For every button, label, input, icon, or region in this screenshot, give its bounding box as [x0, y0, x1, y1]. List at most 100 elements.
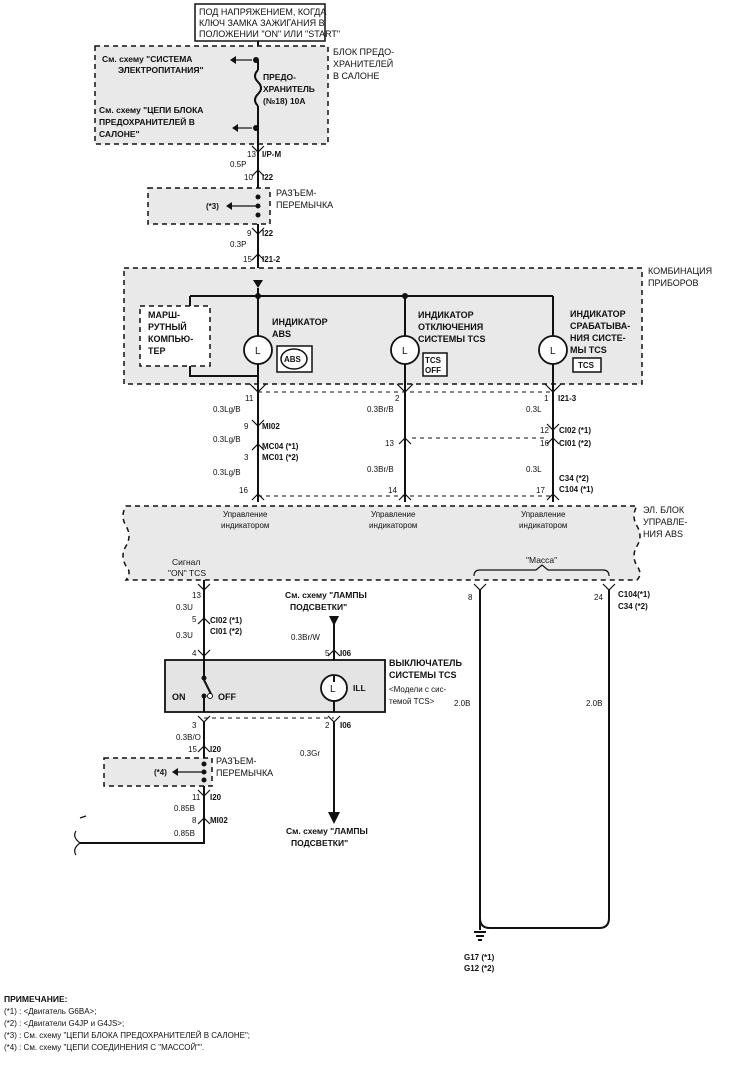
pin-3-mc: 3 — [244, 453, 249, 462]
pin-16-ci: 16 — [540, 439, 549, 448]
pin-5-lower: 5 — [192, 615, 197, 624]
connector-c104-b: C104(*1) — [618, 590, 650, 599]
pin-16-abs: 16 — [239, 486, 248, 495]
tcs-switch-model2: темой TCS> — [389, 697, 435, 706]
wire-085b-1: 0.85B — [174, 804, 195, 813]
fuse-block-title2: ХРАНИТЕЛЕЙ — [333, 58, 393, 69]
tcs-off-bulb-label: L — [402, 346, 408, 357]
tcs-off-indicator-label3: СИСТЕМЫ TCS — [418, 334, 486, 344]
tcs-off-badge1: TCS — [425, 356, 442, 365]
connector-ip-m: I/P-M — [262, 150, 281, 159]
ref-power-system2: ЭЛЕКТРОПИТАНИЯ" — [118, 65, 204, 75]
pin-1-cluster: 1 — [544, 394, 549, 403]
wire-20b-2: 2.0B — [586, 699, 602, 708]
abs-control-label1a: Управление — [223, 510, 268, 519]
pin-8-mi02: 8 — [192, 816, 197, 825]
top-wire: 13 I/P-M 0.5P 10 I22 РАЗЪЕМ- ПЕРЕМЫЧКА (… — [147, 144, 333, 272]
pin-10: 10 — [244, 173, 253, 182]
wire-085b-2: 0.85B — [174, 829, 195, 838]
wire-03u-1: 0.3U — [176, 603, 193, 612]
middle-wires: 11 2 1 I21-3 0.3Lg/B 0.3Br/B 0.3L 9 MI02… — [213, 383, 594, 502]
tcs-off-indicator-label2: ОТКЛЮЧЕНИЯ — [418, 322, 483, 332]
wire-20b-1: 2.0B — [454, 699, 470, 708]
ref-fuse-block3: САЛОНЕ" — [99, 129, 140, 139]
cluster-title2: ПРИБОРОВ — [648, 278, 699, 288]
wire-03gr: 0.3Gr — [300, 749, 320, 758]
pin-12: 12 — [540, 426, 549, 435]
ground-g12: G12 (*2) — [464, 964, 495, 973]
wire-03lgb-3: 0.3Lg/B — [213, 468, 241, 477]
connector-i22-b: I22 — [262, 229, 274, 238]
tcs-indicator-label3: НИЯ СИСТЕ- — [570, 333, 626, 343]
pin-14-abs: 14 — [388, 486, 397, 495]
abs-unit-title2: УПРАВЛЕ- — [643, 517, 687, 527]
tcs-switch-title2: СИСТЕМЫ TCS — [389, 670, 457, 680]
pin-13-mid: 13 — [385, 439, 394, 448]
ref-backlight4: ПОДСВЕТКИ" — [291, 838, 348, 848]
connector-ci02-b: CI02 (*1) — [210, 616, 242, 625]
trip-computer-label1: МАРШ- — [148, 310, 180, 320]
connector-i22-a: I22 — [262, 173, 274, 182]
abs-control-label1b: индикатором — [221, 521, 269, 530]
wire-03lgb-1: 0.3Lg/B — [213, 405, 241, 414]
fuse-block-title3: В САЛОНЕ — [333, 71, 379, 81]
connector-i06-b: I06 — [340, 721, 352, 730]
abs-indicator-label2: ABS — [272, 329, 291, 339]
pin-11-cluster: 11 — [245, 394, 254, 403]
abs-bulb-label: L — [255, 346, 261, 357]
pin-4-lower: 4 — [192, 649, 197, 658]
trip-computer-label3: КОМПЬЮ- — [148, 334, 193, 344]
ref-fuse-block2: ПРЕДОХРАНИТЕЛЕЙ В — [99, 116, 195, 127]
note-4: (*4) : См. схему "ЦЕПИ СОЕДИНЕНИЯ С "МАС… — [4, 1043, 204, 1052]
connector-i06-a: I06 — [340, 649, 352, 658]
abs-unit-title3: НИЯ ABS — [643, 529, 683, 539]
power-condition-line1: ПОД НАПРЯЖЕНИЕМ, КОГДА — [199, 7, 326, 17]
connector-i20-a: I20 — [210, 745, 222, 754]
wire-03l-2: 0.3L — [526, 465, 542, 474]
fuse-label2: ХРАНИТЕЛЬ — [263, 84, 315, 94]
jumper1-title1: РАЗЪЕМ- — [276, 188, 316, 198]
pin-24-ground: 24 — [594, 593, 603, 602]
note-1: (*1) : <Двигатель G6BA>; — [4, 1007, 96, 1016]
wire-03bo: 0.3B/O — [176, 733, 201, 742]
illumination-bulb-label: L — [330, 684, 336, 695]
wire-03u-2: 0.3U — [176, 631, 193, 640]
connector-ci02-a: CI02 (*1) — [559, 426, 591, 435]
pin-9: 9 — [247, 229, 252, 238]
wire-03p: 0.3P — [230, 240, 246, 249]
wire-03brb-2: 0.3Br/B — [367, 465, 394, 474]
ground-g17: G17 (*1) — [464, 953, 495, 962]
pin-13-lower: 13 — [192, 591, 201, 600]
abs-unit-title1: ЭЛ. БЛОК — [643, 505, 685, 515]
power-condition-line2: КЛЮЧ ЗАМКА ЗАЖИГАНИЯ В — [199, 18, 325, 28]
jumper2-note: (*4) — [154, 768, 167, 777]
power-condition-line3: ПОЛОЖЕНИИ "ON" ИЛИ "START" — [199, 29, 340, 39]
wire-05p: 0.5P — [230, 160, 246, 169]
connector-mi02-b: MI02 — [210, 816, 228, 825]
tcs-signal-label2: "ON" TCS — [168, 568, 206, 578]
tcs-signal-label1: Сигнал — [172, 557, 200, 567]
jumper2-title1: РАЗЪЕМ- — [216, 756, 256, 766]
abs-control-label3b: индикатором — [519, 521, 567, 530]
connector-c34-b: C34 (*2) — [618, 602, 648, 611]
wire-03lgb-2: 0.3Lg/B — [213, 435, 241, 444]
pin-11-i20: 11 — [192, 793, 201, 802]
abs-control-label2b: индикатором — [369, 521, 417, 530]
tcs-switch-title1: ВЫКЛЮЧАТЕЛЬ — [389, 658, 462, 668]
jumper1-note: (*3) — [206, 202, 219, 211]
notes: ПРИМЕЧАНИЕ: (*1) : <Двигатель G6BA>; (*2… — [4, 994, 250, 1052]
pin-2-cluster: 2 — [395, 394, 400, 403]
connector-mc01: MC01 (*2) — [262, 453, 299, 462]
tcs-off-indicator-label1: ИНДИКАТОР — [418, 310, 474, 320]
tcs-bulb-label: L — [550, 346, 556, 357]
jumper2-title2: ПЕРЕМЫЧКА — [216, 768, 273, 778]
wire-03l-1: 0.3L — [526, 405, 542, 414]
lower-section: 13 0.3U 5 CI02 (*1) CI01 (*2) 0.3U 4 См.… — [74, 580, 650, 973]
note-2: (*2) : <Двигатели G4JP и G4JS>; — [4, 1019, 124, 1028]
abs-indicator-label1: ИНДИКАТОР — [272, 317, 328, 327]
trip-computer-label4: ТЕР — [148, 346, 166, 356]
ref-backlight2: ПОДСВЕТКИ" — [290, 602, 347, 612]
tcs-off-badge2: OFF — [425, 366, 441, 375]
power-condition-box: ПОД НАПРЯЖЕНИЕМ, КОГДА КЛЮЧ ЗАМКА ЗАЖИГА… — [194, 3, 340, 42]
